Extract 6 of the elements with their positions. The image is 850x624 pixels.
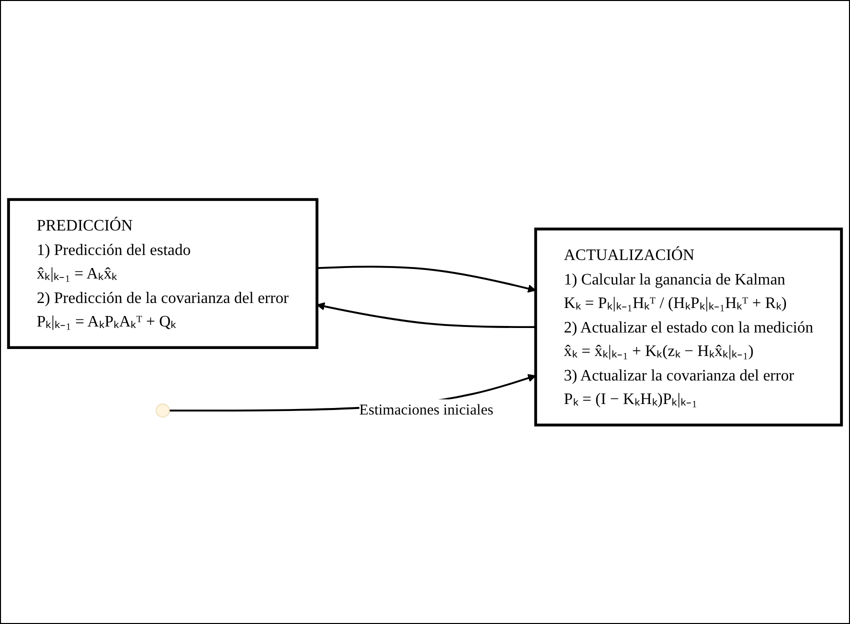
node-box: PREDICCIÓN 1) Predicción del estado x̂ₖ|ₖ₋₁ = Aₖx̂ₖ 2) Predicción de la covarianza del error Pₖ|ₖ₋₁ = AₖPₖAₖᵀ + Qₖ bbox=[7, 198, 318, 349]
node-circle bbox=[156, 403, 170, 418]
node-box: ACTUALIZACIÓN 1) Calcular la ganancia de Kalman Kₖ = Pₖ|ₖ₋₁Hₖᵀ / (HₖPₖ|ₖ₋₁Hₖᵀ + Rₖ) 2) Actualizar el estado con la medición x̂ₖ = x̂ₖ|ₖ₋₁ + Kₖ(zₖ − Hₖx̂ₖ|ₖ₋₁) 3) Actualizar la covarianza del error Pₖ = (I − KₖHₖ)Pₖ|ₖ₋₁ bbox=[534, 227, 843, 426]
arrow bbox=[316, 265, 536, 292]
edge-label: Estimaciones iniciales bbox=[359, 402, 494, 418]
arrow bbox=[316, 302, 536, 328]
